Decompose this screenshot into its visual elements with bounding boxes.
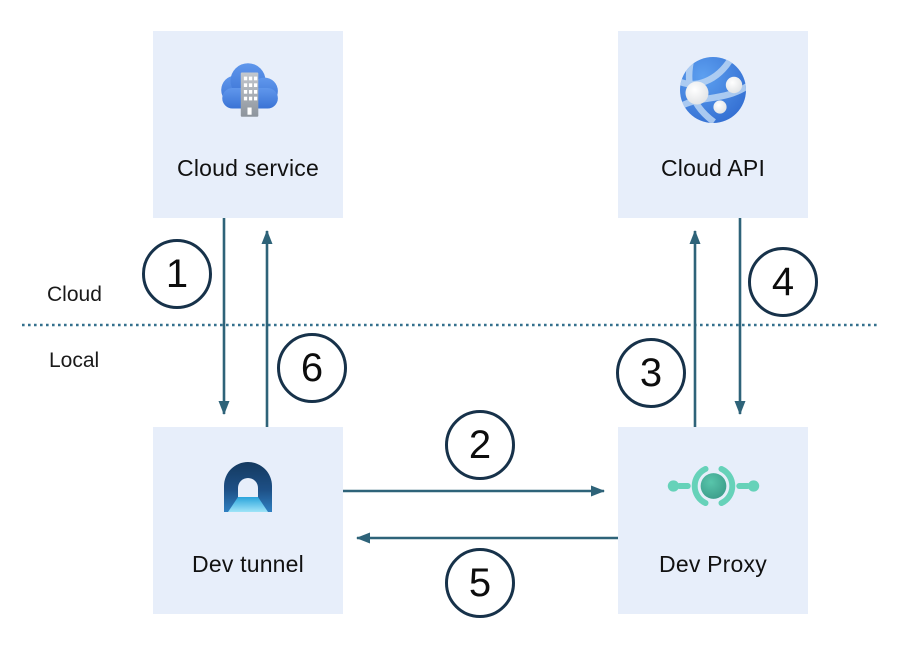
dev-proxy-icon-wrap	[666, 451, 761, 521]
zone-label-cloud: Cloud	[47, 283, 102, 306]
dev-tunnel-icon-wrap	[217, 451, 279, 521]
tunnel-icon	[224, 462, 272, 512]
step-circle-5: 5	[445, 548, 515, 618]
node-label-cloud-api: Cloud API	[660, 155, 766, 181]
cloud-building-icon	[221, 63, 278, 117]
zone-label-local: Local	[49, 349, 100, 372]
step-number: 2	[468, 423, 492, 467]
node-dev-tunnel: Dev tunnel	[153, 427, 343, 614]
step-number: 4	[771, 260, 795, 304]
node-dev-proxy: Dev Proxy	[618, 427, 808, 614]
step-circle-2: 2	[445, 410, 515, 480]
cloud-api-icon-wrap	[678, 55, 748, 125]
node-label-cloud-service: Cloud service	[177, 155, 319, 181]
step-circle-4: 4	[748, 247, 818, 317]
node-label-dev-proxy: Dev Proxy	[659, 551, 767, 577]
step-circle-1: 1	[142, 239, 212, 309]
globe-nodes-icon	[680, 57, 746, 123]
node-cloud-service: Cloud service	[153, 31, 343, 218]
step-number: 6	[300, 346, 324, 390]
step-circle-3: 3	[616, 338, 686, 408]
proxy-ring-icon	[667, 465, 759, 507]
node-label-dev-tunnel: Dev tunnel	[192, 551, 304, 577]
step-circle-6: 6	[277, 333, 347, 403]
step-number: 1	[165, 252, 189, 296]
step-number: 3	[639, 351, 663, 395]
step-number: 5	[468, 561, 492, 605]
node-cloud-api: Cloud API	[618, 31, 808, 218]
cloud-service-icon-wrap	[214, 55, 282, 125]
